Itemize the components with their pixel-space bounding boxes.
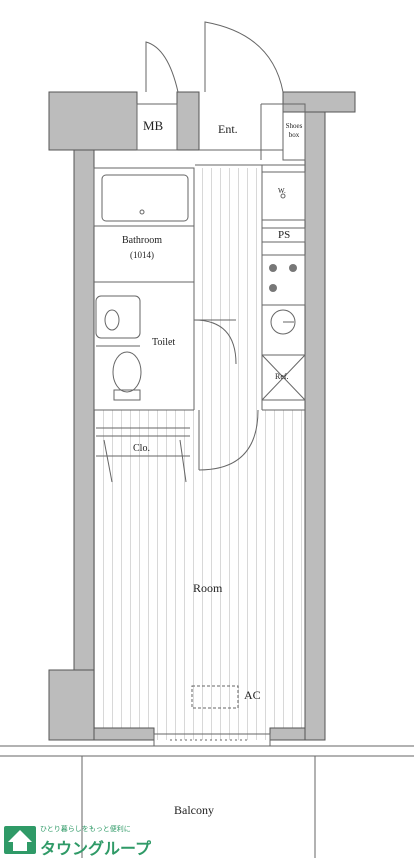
footer-tagline: ひとり暮らしをもっと便利に: [40, 825, 131, 833]
label-mb: MB: [143, 118, 164, 133]
label-bathroom: Bathroom: [122, 235, 162, 246]
interior-lines: [0, 21, 414, 858]
label-bathroom-size: (1014): [130, 250, 154, 260]
label-ent: Ent.: [218, 122, 238, 136]
room-floor-pattern: [93, 410, 308, 740]
label-room: Room: [193, 581, 223, 595]
house-logo-icon: [4, 826, 36, 854]
label-refrigerator: Ref.: [275, 372, 289, 381]
stove-icon: [269, 264, 297, 292]
label-toilet: Toilet: [152, 337, 176, 348]
label-balcony: Balcony: [174, 803, 214, 817]
label-shoes-box: Shoes box: [285, 122, 303, 139]
label-closet: Clo.: [133, 443, 150, 454]
label-ps: PS: [278, 229, 291, 241]
footer-company-name: タウングループ: [40, 839, 152, 858]
kitchen-floor-pattern: [197, 168, 262, 410]
label-ac: AC: [244, 688, 261, 702]
label-washer: W.: [278, 187, 286, 195]
